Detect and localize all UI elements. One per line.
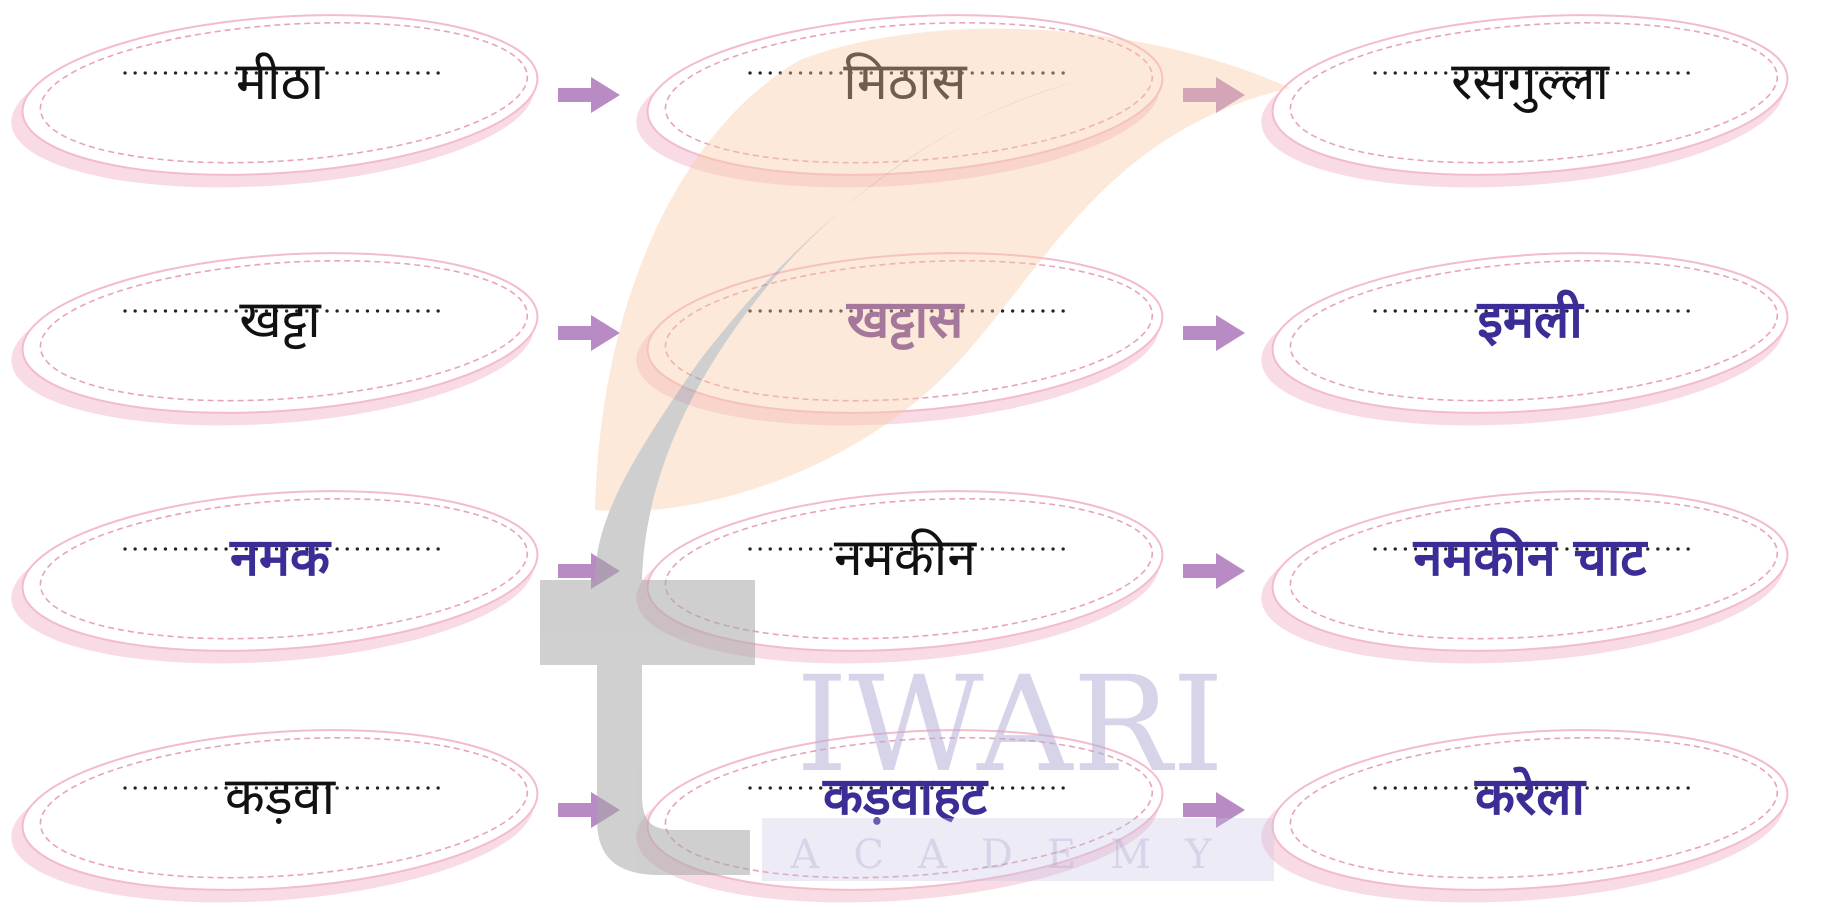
word-taste: नमक: [229, 528, 332, 588]
oval-border: [1271, 729, 1789, 891]
oval-border: [646, 14, 1164, 176]
word-oval-taste: मीठा: [11, 14, 539, 188]
word-oval-noun: मिठास: [636, 14, 1164, 188]
oval-dashed-border: [39, 736, 529, 879]
word-oval-noun: खट्टास: [636, 252, 1164, 426]
word-example: इमली: [1476, 289, 1585, 350]
word-example: रसगुल्ला: [1451, 52, 1610, 113]
oval-dashed-border: [1289, 497, 1779, 640]
tiwari-academy-watermark: IWARI ACADEMY: [540, 28, 1290, 881]
word-oval-example: नमकीन चाट: [1261, 490, 1789, 664]
oval-border: [21, 729, 539, 891]
oval-dashed-border: [664, 497, 1154, 640]
word-taste: कड़वा: [225, 767, 337, 827]
oval-dashed-border: [39, 21, 529, 164]
word-taste: खट्टा: [239, 290, 322, 350]
diagram-row: कड़वा कड़वाहट करेला: [11, 729, 1789, 903]
oval-border: [1271, 490, 1789, 652]
right-arrow-icon: [558, 315, 620, 351]
watermark-line1: IWARI: [796, 648, 1224, 802]
word-noun: मिठास: [843, 52, 967, 112]
right-arrow-icon: [1183, 77, 1245, 113]
oval-dashed-border: [1289, 259, 1779, 402]
word-oval-taste: खट्टा: [11, 252, 539, 426]
watermark-line2: ACADEMY: [789, 832, 1245, 878]
word-oval-taste: नमक: [11, 490, 539, 664]
word-noun: खट्टास: [846, 290, 965, 350]
oval-border: [1271, 14, 1789, 176]
oval-dashed-border: [664, 259, 1154, 402]
watermark-band: [762, 818, 1274, 881]
oval-dashed-border: [1289, 736, 1779, 879]
word-oval-example: इमली: [1261, 252, 1789, 426]
word-oval-example: करेला: [1261, 729, 1789, 903]
word-example: नमकीन चाट: [1412, 527, 1648, 588]
right-arrow-icon: [1183, 792, 1245, 828]
word-noun: कड़वाहट: [822, 767, 989, 827]
oval-dashed-border: [1289, 21, 1779, 164]
oval-dashed-border: [664, 21, 1154, 164]
diagram-row: नमक नमकीन नमकीन चाट: [11, 490, 1789, 664]
right-arrow-icon: [1183, 315, 1245, 351]
oval-grid: मीठा मिठास रसगुल्ला खट्टा खट्टास इमली नमक नमकीन…: [11, 14, 1789, 903]
oval-border: [1271, 252, 1789, 414]
word-oval-noun: नमकीन: [636, 490, 1164, 664]
word-example: करेला: [1474, 766, 1587, 827]
diagram-row: मीठा मिठास रसगुल्ला: [11, 14, 1789, 188]
word-taste: मीठा: [236, 52, 326, 112]
oval-dashed-border: [664, 736, 1154, 879]
word-oval-taste: कड़वा: [11, 729, 539, 903]
right-arrow-icon: [1183, 553, 1245, 589]
diagram-row: खट्टा खट्टास इमली: [11, 252, 1789, 426]
oval-dashed-border: [39, 259, 529, 402]
oval-border: [21, 14, 539, 176]
word-noun: नमकीन: [834, 528, 977, 588]
oval-border: [21, 252, 539, 414]
oval-border: [21, 490, 539, 652]
word-oval-noun: कड़वाहट: [636, 729, 1164, 903]
word-oval-example: रसगुल्ला: [1261, 14, 1789, 188]
oval-dashed-border: [39, 497, 529, 640]
oval-border: [646, 252, 1164, 414]
watermark-letter-t: [540, 82, 1075, 875]
right-arrow-icon: [558, 77, 620, 113]
watermark-leaf: [595, 28, 1290, 512]
